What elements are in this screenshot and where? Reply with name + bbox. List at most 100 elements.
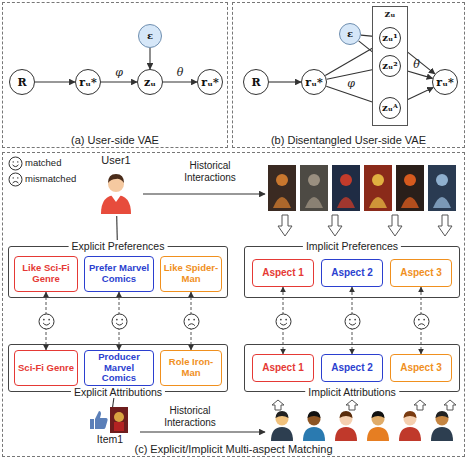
node-text: Prefer Marvel Comics [86,263,152,285]
matched-smiley [8,156,23,171]
poster-figure [114,412,124,422]
face-outline [276,314,291,329]
variable-node: rᵤ* [197,69,223,95]
face-eye [193,318,195,320]
node-text: rᵤ* [201,77,218,88]
noise-node: ε [339,23,361,45]
block-arrow [444,400,456,410]
person-body [399,427,421,441]
connector [35,81,75,82]
node-text: ε [147,31,153,41]
node-text: rᵤ* [436,77,453,88]
face-mouth [188,323,195,325]
aspect-box: Prefer Marvel Comics [84,256,154,292]
connector [163,81,197,82]
face-outline [9,157,22,170]
person-hair [340,411,353,418]
variable-node: rᵤ* [432,69,458,95]
aspect-box: Aspect 2 [321,259,383,287]
face-eye [116,318,118,320]
person-hair [276,411,289,418]
face-mouth [12,181,18,183]
variable-node: zᵤ² [379,55,401,77]
movie-poster [268,165,296,211]
edge-label: θ [413,59,420,71]
panel-frame: (c) Explicit/Implicit Multi-aspect Match… [2,152,465,457]
person-collar [111,195,121,202]
node-text: Aspect 2 [331,267,373,279]
item-icon: Item1 [82,407,138,445]
block-arrow [414,400,426,410]
note-label: Historical Interactions [146,405,234,429]
face-mouth [280,323,287,325]
panel-frame: (b) Disentangled User-side VAERrᵤ*εzᵤzᵤ¹… [232,2,465,148]
person-body [271,427,293,441]
movie-poster [300,165,328,211]
node-text: Aspect 3 [400,362,442,374]
note-label: Historical Interactions [166,160,254,184]
node-text: R [251,77,260,88]
person-hair [436,411,449,418]
face-mouth [116,323,123,325]
face-mouth [12,164,18,166]
block-arrow [388,215,402,236]
person-body [335,427,357,441]
face-eye [48,318,50,320]
face-eye [12,177,13,178]
block-arrow [272,400,284,410]
interaction-arrow [143,193,265,194]
node-text: User1 [88,154,144,167]
legend-text: mismatched [25,173,76,185]
node-text: Aspect 3 [400,267,442,279]
face-outline [345,314,360,329]
face-eye [349,318,351,320]
face-mouth [418,323,425,325]
aspect-box: Aspect 3 [390,354,452,382]
face-eye [418,318,420,320]
mismatched-face [183,313,200,330]
node-text: Like Sci-Fi Genre [16,263,76,285]
connector [101,81,137,82]
variable-node: rᵤ* [75,69,101,95]
block-arrow [438,215,452,236]
face-outline [112,314,127,329]
node-text: Implicit Attributions [305,386,399,398]
poster-figure [433,197,451,208]
node-text: rᵤ* [305,77,322,88]
movie-poster [332,165,360,211]
face-mouth [349,323,356,325]
latent-group-box: zᵤzᵤ¹zᵤ²zᵤᴬ [372,6,408,126]
face-eye [188,318,190,320]
node-text: (a) User-side VAE [3,134,227,146]
poster-figure [404,174,416,186]
node-text: ε [347,29,353,39]
node-text: Aspect 1 [262,267,304,279]
aspect-box: Aspect 2 [321,354,383,382]
node-text: rᵤ* [79,77,96,88]
face-eye [43,318,45,320]
group-box: Explicit AttributionsSci-Fi GenreProduce… [8,344,228,392]
node-text: Sci-Fi Genre [18,363,74,374]
poster-figure [401,197,419,208]
person-hair [308,411,321,418]
matched-smiley [111,313,128,330]
face-eye [423,318,425,320]
mismatched-face [8,172,23,187]
aspect-box: Sci-Fi Genre [14,350,78,386]
poster-figure [308,174,320,186]
movie-poster [396,165,424,211]
mismatched-face [413,313,430,330]
matched-smiley [275,313,292,330]
node-text: zᵤᴬ [382,103,398,113]
aspect-box: Like Sci-Fi Genre [14,256,78,292]
person-body [101,195,131,214]
person-body [303,427,325,441]
variable-node: R [9,69,35,95]
node-text: zᵤ¹ [382,33,397,43]
aspect-box: Aspect 3 [390,259,452,287]
panel-frame: (a) User-side VAERrᵤ*εzᵤrᵤ* [2,2,228,148]
face-eye [354,318,356,320]
poster-figure [372,174,384,186]
face-outline [414,314,429,329]
block-arrow [278,215,292,236]
